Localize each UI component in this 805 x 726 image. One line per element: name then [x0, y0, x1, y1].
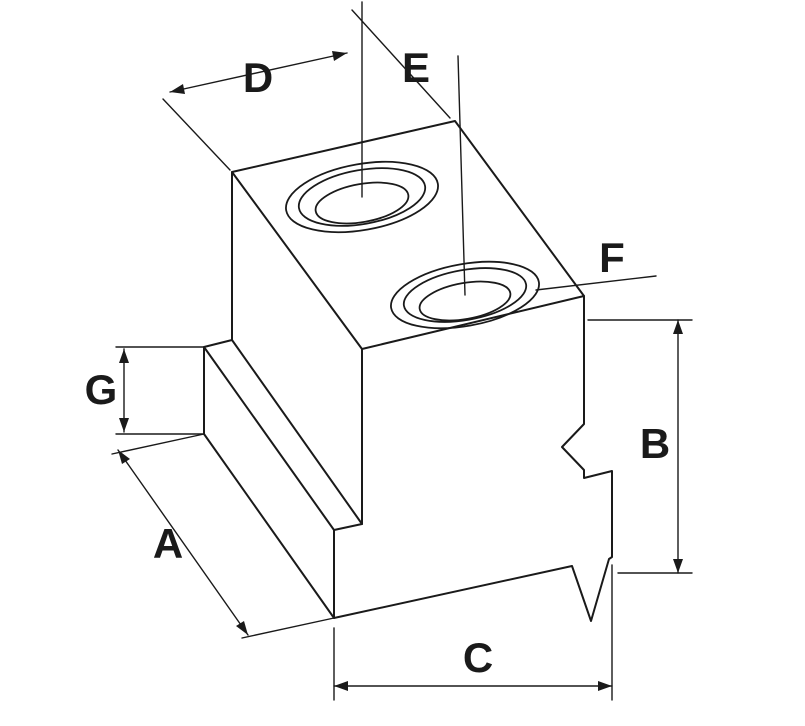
part-outline: [203, 120, 613, 622]
dim-d-arrowhead-right: [332, 51, 347, 61]
hole-1-bore: [314, 181, 410, 225]
dim-g-arrowhead-top: [119, 349, 129, 363]
dim-f-leader: [535, 275, 657, 291]
dim-a-extension-1: [111, 433, 205, 455]
dimension-label-g: G: [85, 366, 118, 413]
dim-a-arrowhead-top: [118, 450, 130, 464]
dimension-label-b: B: [640, 420, 670, 467]
dimension-label-f: F: [599, 234, 625, 281]
hole-1: [285, 160, 439, 234]
dim-a-line: [117, 449, 249, 636]
hole-1-inner-rim: [297, 167, 427, 227]
dim-e-centerline-2: [457, 55, 466, 296]
dimension-c: C: [333, 564, 613, 701]
dimension-label-a: A: [153, 520, 183, 567]
dimension-e: E: [361, 1, 466, 296]
dimension-b: B: [587, 319, 693, 574]
dimension-g: G: [85, 346, 205, 435]
dimension-d: D: [162, 9, 451, 171]
dim-d-extension-2: [351, 9, 451, 119]
dim-d-arrowhead-left: [170, 84, 185, 94]
dim-a-arrowhead-bottom: [236, 621, 248, 635]
dim-d-line: [169, 52, 348, 93]
dim-b-arrowhead-bottom: [673, 559, 683, 573]
dimension-label-d: D: [243, 54, 273, 101]
hole-2-outer-rim: [390, 260, 540, 330]
dimension-a: A: [111, 433, 335, 639]
hole-2-bore: [418, 280, 512, 322]
dim-b-arrowhead-top: [673, 320, 683, 334]
right-side-and-bottom: [333, 295, 613, 622]
block-left-face: [231, 171, 363, 525]
hole-2: [390, 260, 540, 330]
dim-g-arrowhead-bottom: [119, 418, 129, 432]
dim-c-arrowhead-left: [334, 681, 348, 691]
hole-2-inner-rim: [402, 267, 528, 323]
dimension-label-c: C: [463, 634, 493, 681]
dim-c-arrowhead-right: [598, 681, 612, 691]
hole-1-outer-rim: [285, 160, 439, 234]
flange-faces: [203, 339, 363, 619]
dim-a-extension-2: [241, 617, 335, 639]
dim-d-extension-1: [162, 98, 231, 171]
dimension-label-e: E: [402, 44, 430, 91]
top-face: [231, 120, 585, 350]
dimension-f: F: [535, 234, 657, 291]
